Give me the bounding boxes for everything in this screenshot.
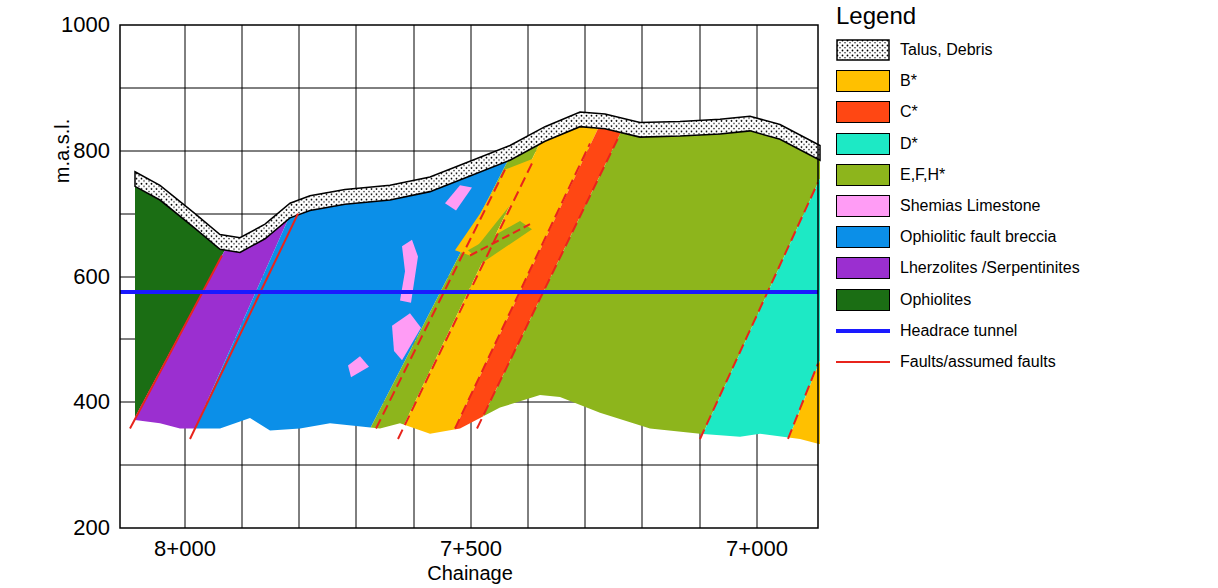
talus-layer [135, 112, 820, 252]
legend-title: Legend [836, 3, 916, 29]
axis-tick: 200 [73, 516, 110, 540]
legend-text: Ophiolitic fault breccia [900, 227, 1057, 246]
legend-text: Talus, Debris [900, 40, 992, 59]
legend-entry: Shemias Limestone [836, 195, 1216, 219]
axis-tick: 1000 [61, 13, 110, 37]
legend-entry: E,F,H* [836, 164, 1216, 188]
legend-text: D* [900, 134, 918, 153]
legend-entry: Talus, Debris [836, 39, 1216, 63]
axis-title: Chainage [427, 562, 513, 584]
legend-swatch [836, 289, 890, 311]
legend-entry: Headrace tunnel [836, 320, 1216, 344]
axis-tick: 800 [73, 139, 110, 163]
legend-entry: C* [836, 101, 1216, 125]
axis-tick: 8+000 [154, 537, 216, 561]
legend-text: Lherzolites /Serpentinites [900, 258, 1080, 277]
legend-entry: D* [836, 133, 1216, 157]
legend-text: C* [900, 102, 918, 121]
headrace-tunnel [120, 290, 818, 294]
legend-entry: Ophiolitic fault breccia [836, 226, 1216, 250]
plot-frame [120, 25, 818, 528]
legend-text: Ophiolites [900, 290, 971, 309]
rock-units [100, 83, 1000, 460]
legend-entry: Lherzolites /Serpentinites [836, 257, 1216, 281]
legend-text: Shemias Limestone [900, 196, 1041, 215]
legend-entry: B* [836, 70, 1216, 94]
legend-text: Faults/assumed faults [900, 352, 1056, 371]
legend-swatch [836, 257, 890, 279]
axis-title: m.a.s.l. [51, 119, 73, 183]
legend-swatch [836, 195, 890, 217]
legend-entry: Faults/assumed faults [836, 351, 1216, 375]
legend-sample [836, 320, 890, 342]
legend-entry: Ophiolites [836, 289, 1216, 313]
legend-swatch [836, 70, 890, 92]
axis-tick: 7+500 [440, 537, 502, 561]
legend-sample [836, 39, 890, 61]
axis-tick: 600 [73, 265, 110, 289]
legend-text: E,F,H* [900, 165, 945, 184]
legend-swatch [836, 226, 890, 248]
fault-lines [130, 138, 818, 439]
axis-tick: 400 [73, 390, 110, 414]
legend-text: Headrace tunnel [900, 321, 1017, 340]
legend-sample [836, 351, 890, 373]
legend-text: B* [900, 71, 917, 90]
legend-swatch [836, 164, 890, 186]
axis-tick: 7+000 [726, 537, 788, 561]
legend-swatch [836, 101, 890, 123]
legend-swatch [836, 133, 890, 155]
